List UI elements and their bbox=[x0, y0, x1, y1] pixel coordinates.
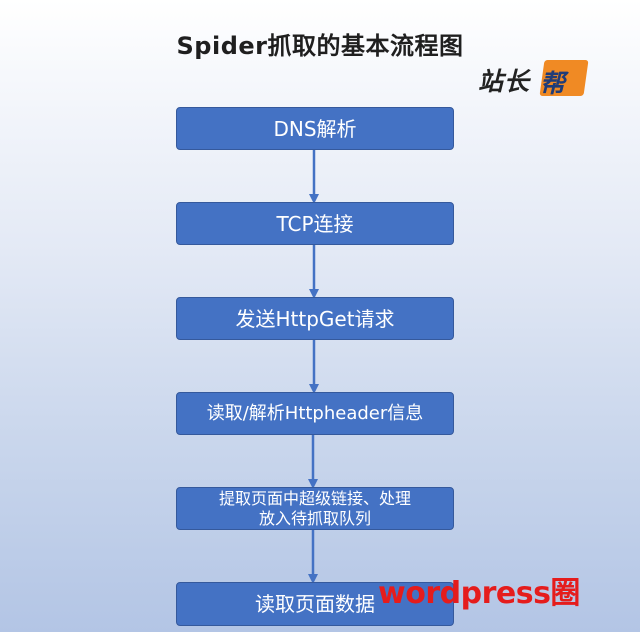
logo-badge-text: 帮 bbox=[540, 69, 566, 98]
step-label: 读取页面数据 bbox=[255, 592, 375, 616]
step-label: 读取/解析Httpheader信息 bbox=[206, 402, 424, 424]
step-label-line1: 提取页面中超级链接、处理 bbox=[218, 488, 411, 508]
site-logo: 站长 帮 bbox=[478, 60, 590, 98]
step-extract-links: 提取页面中超级链接、处理 放入待抓取队列 bbox=[176, 487, 454, 530]
diagram-title: Spider抓取的基本流程图 bbox=[176, 32, 464, 60]
step-label: TCP连接 bbox=[276, 211, 354, 236]
step-tcp-connect: TCP连接 bbox=[176, 202, 454, 245]
watermark-text: wordpress圈 bbox=[378, 576, 580, 611]
step-label: DNS解析 bbox=[273, 116, 357, 141]
step-label-line2: 放入待抓取队列 bbox=[258, 508, 371, 528]
step-send-httpget: 发送HttpGet请求 bbox=[176, 297, 454, 340]
step-dns-resolve: DNS解析 bbox=[176, 107, 454, 150]
logo-text: 站长 bbox=[478, 67, 531, 96]
step-read-page-data: 读取页面数据 bbox=[176, 582, 454, 626]
step-read-header: 读取/解析Httpheader信息 bbox=[176, 392, 454, 435]
step-label: 发送HttpGet请求 bbox=[235, 306, 395, 331]
